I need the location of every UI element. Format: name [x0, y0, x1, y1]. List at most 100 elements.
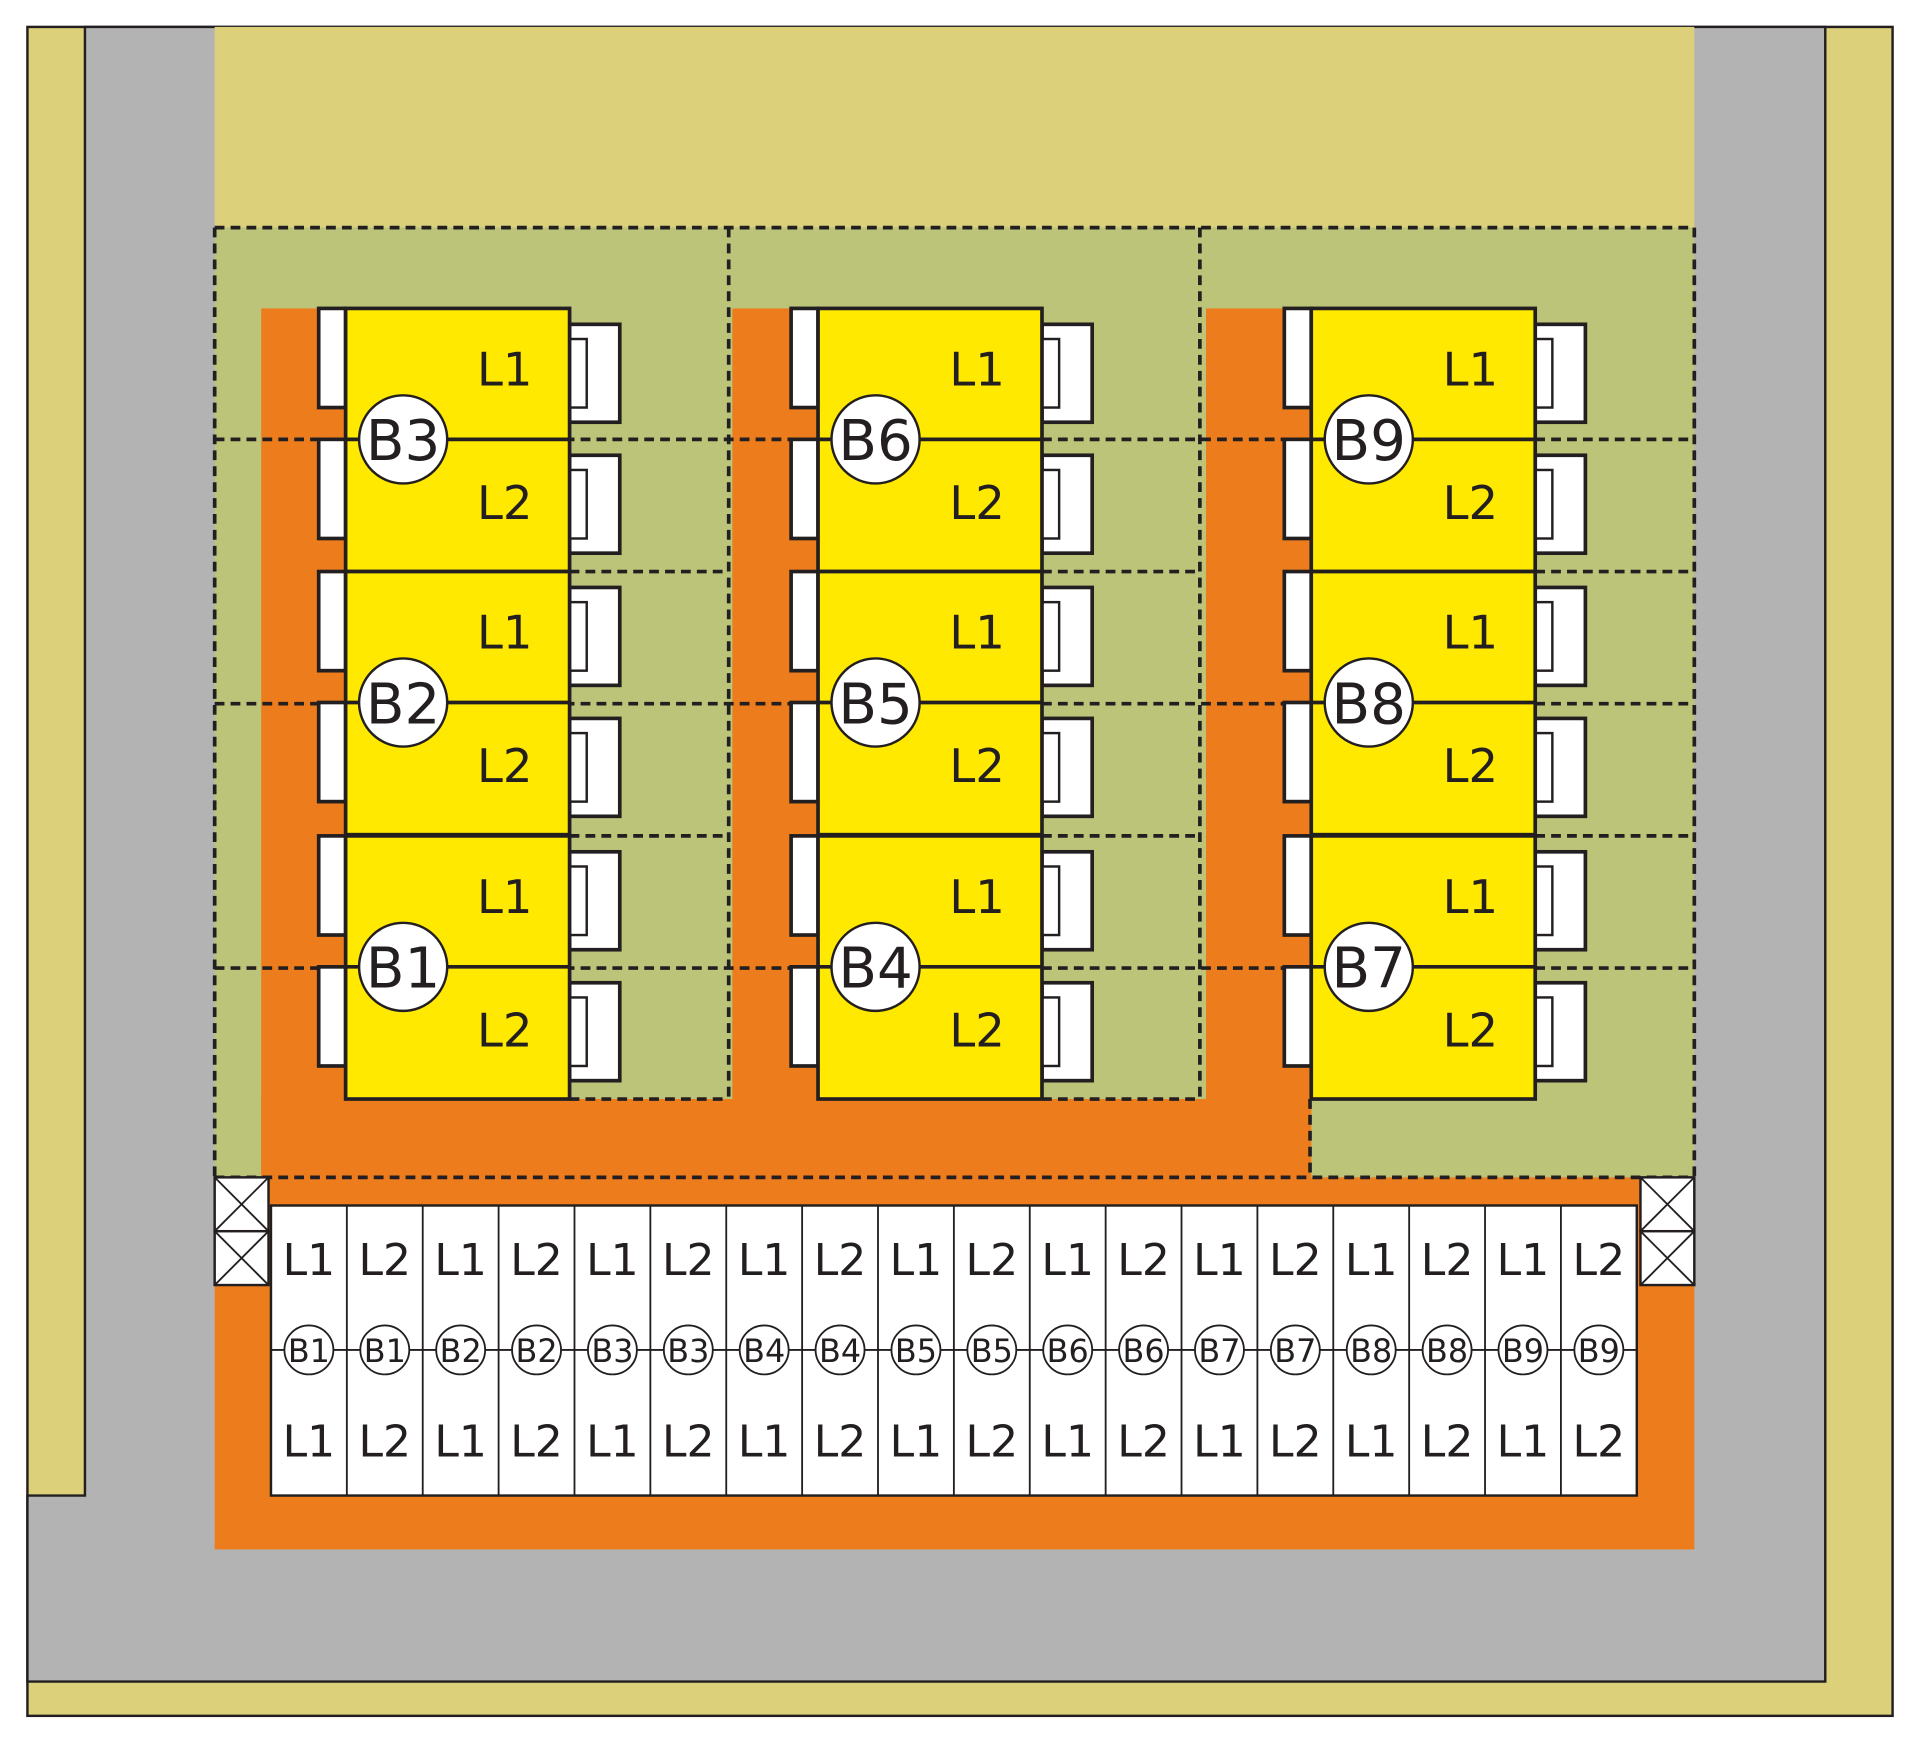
balcony-inner — [1040, 468, 1061, 540]
level-label: L1 — [1443, 343, 1499, 397]
block-badge — [830, 394, 921, 485]
block-id: B9 — [1332, 409, 1406, 474]
entrance-tab — [789, 965, 820, 1068]
entrance-tab — [789, 569, 820, 673]
level-label: L2 — [477, 476, 533, 530]
block-badge — [1323, 921, 1415, 1013]
block-id: B7 — [1332, 937, 1406, 1002]
block-id-small: B4 — [819, 1332, 861, 1370]
block-badge-small — [1421, 1324, 1473, 1376]
entrance-tab — [1282, 834, 1314, 937]
level-label: L1 — [949, 343, 1004, 397]
top-level-label: L2 — [510, 1235, 563, 1286]
block-badge-small — [1497, 1324, 1549, 1376]
block-badge-small — [1345, 1324, 1397, 1376]
block-badge-small — [359, 1324, 411, 1376]
balcony-inner — [568, 996, 588, 1068]
block-id: B8 — [1332, 672, 1406, 737]
balcony-inner — [568, 468, 588, 540]
block-badge — [830, 657, 921, 748]
level-label: L2 — [477, 1003, 533, 1057]
top-level-label: L2 — [1117, 1235, 1170, 1286]
bottom-level-label: L2 — [662, 1416, 715, 1467]
block-badge — [357, 657, 449, 748]
bottom-level-label: L2 — [966, 1416, 1019, 1467]
block-id-small: B7 — [1198, 1332, 1240, 1370]
bottom-level-label: L2 — [1421, 1416, 1474, 1467]
top-level-label: L2 — [814, 1235, 867, 1286]
bottom-level-label: L1 — [1193, 1416, 1246, 1467]
balcony-inner — [1533, 996, 1554, 1068]
block-id-small: B6 — [1047, 1332, 1089, 1370]
entrance-tab — [789, 437, 820, 541]
top-level-label: L2 — [1573, 1235, 1626, 1286]
bottom-level-label: L2 — [358, 1416, 411, 1467]
top-level-label: L2 — [358, 1235, 411, 1286]
bottom-level-label: L1 — [890, 1416, 943, 1467]
block-badge-small — [1269, 1324, 1321, 1376]
block-id-small: B8 — [1350, 1332, 1392, 1370]
block-badge — [830, 921, 921, 1013]
level-label: L1 — [949, 606, 1004, 660]
bottom-level-label: L1 — [434, 1416, 487, 1467]
block-id: B5 — [838, 672, 912, 737]
level-label: L2 — [477, 739, 533, 793]
bottom-level-label: L2 — [814, 1416, 867, 1467]
block-badge — [357, 394, 449, 485]
top-level-label: L1 — [1041, 1235, 1094, 1286]
block-id-small: B2 — [516, 1332, 558, 1370]
balcony-inner — [1533, 337, 1554, 409]
cross-boxes — [213, 1176, 1696, 1287]
block-id-small: B3 — [591, 1332, 633, 1370]
block-id-small: B1 — [288, 1332, 330, 1370]
balcony-inner — [1040, 865, 1061, 937]
entrance-tab — [316, 700, 348, 804]
block-badge-small — [738, 1324, 790, 1376]
top-level-label: L1 — [1497, 1235, 1550, 1286]
top-level-label: L1 — [434, 1235, 487, 1286]
level-label: L2 — [1443, 476, 1499, 530]
level-label: L1 — [1443, 870, 1499, 924]
bottom-level-label: L2 — [1573, 1416, 1626, 1467]
block-id-small: B2 — [440, 1332, 482, 1370]
balcony-inner — [1040, 337, 1061, 409]
balcony-inner — [1533, 731, 1554, 803]
entrance-tab — [1282, 700, 1314, 804]
block-id: B4 — [838, 937, 912, 1002]
bottom-level-label: L2 — [1269, 1416, 1322, 1467]
balcony-inner — [1040, 996, 1061, 1068]
top-level-label: L1 — [1345, 1235, 1398, 1286]
level-label: L2 — [1443, 1003, 1499, 1057]
block-badge-small — [662, 1324, 714, 1376]
top-level-label: L1 — [586, 1235, 639, 1286]
block-id-small: B1 — [364, 1332, 406, 1370]
balcony-inner — [568, 600, 588, 672]
